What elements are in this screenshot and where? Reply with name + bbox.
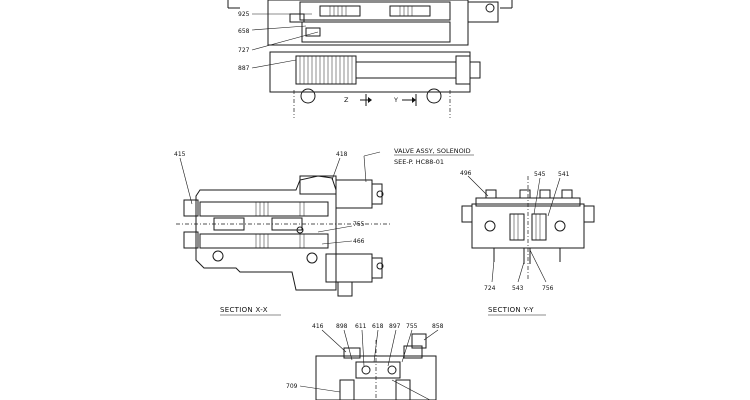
section-title-x-x: SECTION X-X (220, 306, 268, 314)
callout-543: 543 (512, 285, 524, 292)
callout-541: 541 (558, 171, 570, 178)
note-see-page: SEE-P. HC88-01 (394, 158, 444, 166)
section-mark-z: Z (344, 96, 349, 104)
callout-415: 415 (174, 151, 186, 158)
callout-755-lower: 755 (406, 323, 418, 330)
callout-858: 858 (432, 323, 444, 330)
callout-658: 658 (238, 28, 250, 35)
callout-545: 545 (534, 171, 546, 178)
section-mark-y: Y (393, 96, 398, 104)
callout-618: 618 (372, 323, 384, 330)
callout-925: 925 (238, 11, 250, 18)
callout-611: 611 (355, 323, 367, 330)
callout-898: 898 (336, 323, 348, 330)
callout-897: 897 (389, 323, 401, 330)
callout-496: 496 (460, 170, 472, 177)
callout-418: 418 (336, 151, 348, 158)
callout-727: 727 (238, 47, 250, 54)
callout-887: 887 (238, 65, 250, 72)
right-view-section-y-y: 496 545 541 724 543 756 SECTION Y-Y (460, 170, 595, 316)
callout-416: 416 (312, 323, 324, 330)
callout-756: 756 (542, 285, 554, 292)
side-view-section-x-x: 415 418 755 466 VALVE ASSY, SOLENOID SEE… (174, 147, 474, 316)
callout-466: 466 (353, 238, 365, 245)
bottom-view: 416 898 611 618 897 755 858 709 (286, 323, 444, 400)
section-title-y-y: SECTION Y-Y (488, 306, 534, 314)
top-view: Z Y 925 658 727 887 (227, 0, 513, 118)
callout-724: 724 (484, 285, 496, 292)
callout-755: 755 (353, 221, 365, 228)
callout-709: 709 (286, 383, 298, 390)
note-valve-assy: VALVE ASSY, SOLENOID (394, 147, 471, 155)
